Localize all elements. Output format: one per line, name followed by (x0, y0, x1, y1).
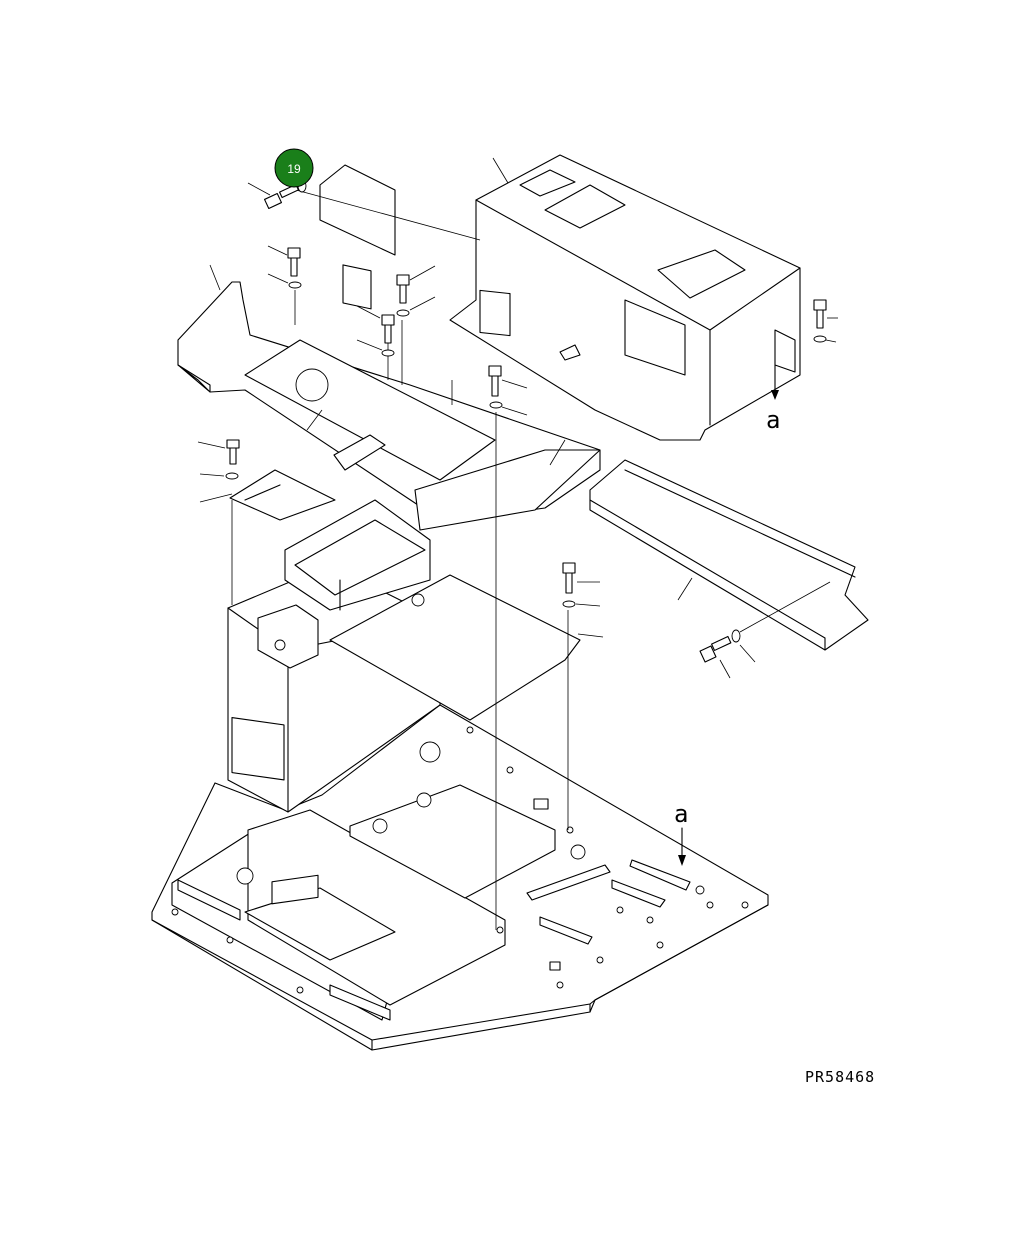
rear-cover (449, 154, 801, 441)
centre-lines (231, 189, 831, 930)
view-marker-upper: a (766, 406, 780, 434)
washer-icon (381, 349, 395, 357)
bolt-icon (287, 247, 301, 277)
callout-label[interactable]: 19 (287, 162, 301, 176)
leader-lines (197, 157, 838, 679)
washer-icon (562, 600, 576, 608)
washer-icon (813, 335, 827, 343)
washer-icon (489, 401, 503, 409)
bolt-icon (562, 562, 576, 594)
drawing-code: PR58468 (805, 1068, 875, 1086)
side-rail (589, 459, 869, 651)
bolt-icon (488, 365, 502, 397)
floor-frame (151, 704, 769, 1051)
bracket-plate (229, 469, 336, 521)
view-arrow-upper: a (766, 364, 780, 434)
callout-circle[interactable] (274, 148, 314, 188)
bolt-icon (263, 183, 299, 210)
washer-icon (396, 309, 410, 317)
view-marker-lower: a (674, 800, 688, 828)
frame-holes (171, 726, 749, 994)
bolt-icon (813, 299, 827, 329)
bolt-icon (226, 439, 240, 465)
bolt-icon (381, 314, 395, 344)
rear-panel (319, 164, 396, 310)
washer-icon (225, 472, 239, 480)
bolt-icon (396, 274, 410, 304)
callout-19[interactable]: 19 (274, 148, 314, 188)
washer-icon (731, 629, 741, 643)
upper-plate (177, 281, 601, 531)
bolts-and-washers (225, 179, 827, 663)
washer-icon (288, 281, 302, 289)
view-arrow-lower: a (674, 800, 688, 866)
bolt-icon (699, 635, 732, 663)
